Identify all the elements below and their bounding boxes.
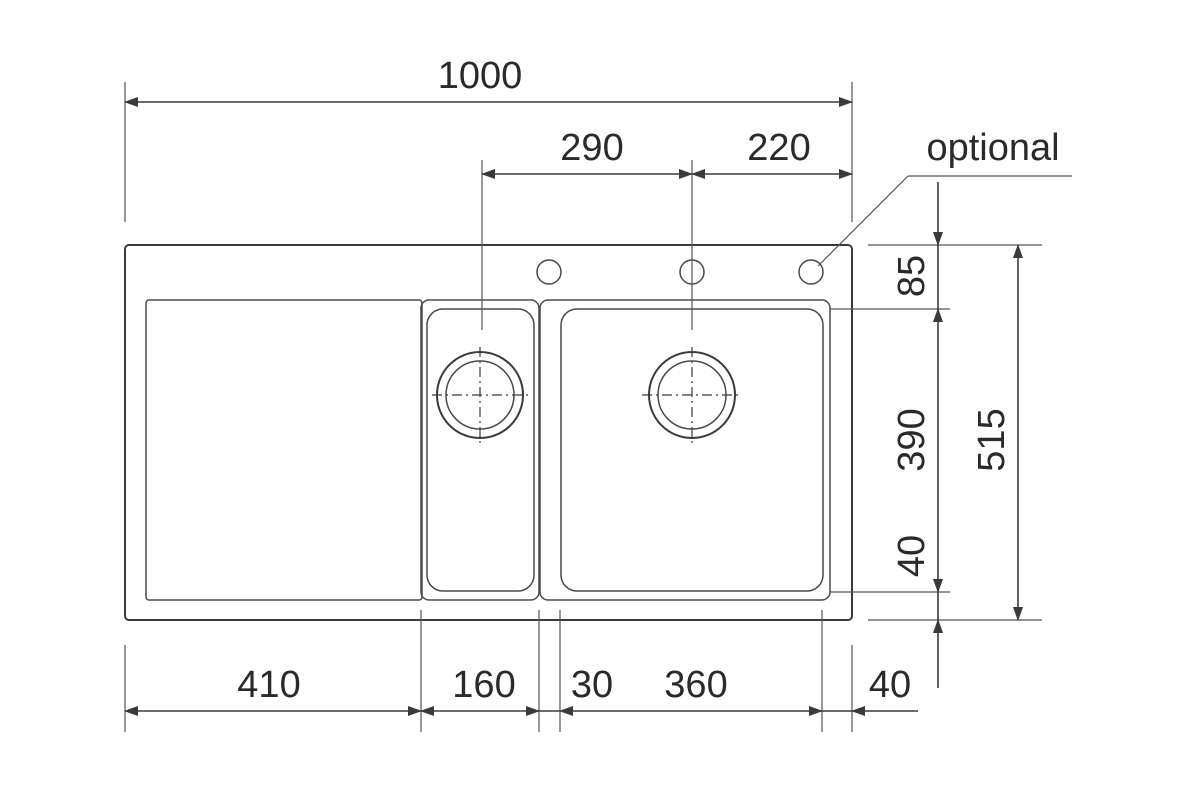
dimension-label-bottom-margin: 40 bbox=[891, 535, 933, 577]
dimension-small-bowl-width: 160 bbox=[420, 664, 540, 716]
dimension-label-tap-spacing: 290 bbox=[560, 127, 623, 169]
drainer-panel bbox=[145, 299, 423, 601]
drain-small-bowl bbox=[432, 347, 528, 445]
dimension-label-bowl-depth: 390 bbox=[891, 408, 933, 471]
dimension-label-tap-to-edge: 220 bbox=[747, 127, 810, 169]
dimension-tap-spacing: 290 bbox=[481, 127, 693, 179]
dimension-right-margin: 40 bbox=[822, 664, 918, 716]
dimension-label-top-margin: 85 bbox=[891, 255, 933, 297]
dimension-label-drainer-width: 410 bbox=[237, 664, 300, 706]
dimension-label-overall-depth: 515 bbox=[971, 408, 1013, 471]
tap-hole-left bbox=[536, 259, 562, 285]
extension-lines-top bbox=[124, 82, 853, 330]
small-bowl-inner bbox=[426, 308, 535, 592]
dimension-label-overall-width: 1000 bbox=[438, 55, 523, 97]
dimension-overall-width: 1000 bbox=[124, 55, 853, 107]
dimension-overall-depth: 515 bbox=[971, 244, 1023, 621]
dimension-bowl-gap: 30 bbox=[539, 664, 613, 712]
optional-label: optional bbox=[926, 127, 1059, 169]
large-bowl-outer bbox=[539, 299, 831, 601]
small-bowl-outer bbox=[420, 299, 540, 601]
dimension-label-bowl-gap: 30 bbox=[571, 664, 613, 706]
dimension-bowl-depth: 390 bbox=[891, 308, 943, 593]
tap-hole-optional bbox=[798, 259, 824, 285]
dimension-large-bowl-width: 360 bbox=[559, 664, 823, 716]
dimension-drainer-width: 410 bbox=[124, 664, 422, 716]
tap-holes bbox=[536, 259, 824, 285]
dimension-tap-to-edge: 220 bbox=[691, 127, 853, 179]
dimension-bottom-margin: 40 bbox=[891, 535, 943, 688]
dimension-label-small-bowl-width: 160 bbox=[452, 664, 515, 706]
optional-callout: optional bbox=[817, 127, 1072, 267]
dimension-label-right-margin: 40 bbox=[869, 664, 911, 706]
dimension-top-margin: 85 bbox=[891, 182, 943, 309]
sink-outer-outline bbox=[124, 244, 853, 621]
drain-large-bowl bbox=[642, 347, 742, 445]
dimension-label-large-bowl-width: 360 bbox=[664, 664, 727, 706]
sink-body bbox=[124, 244, 853, 621]
